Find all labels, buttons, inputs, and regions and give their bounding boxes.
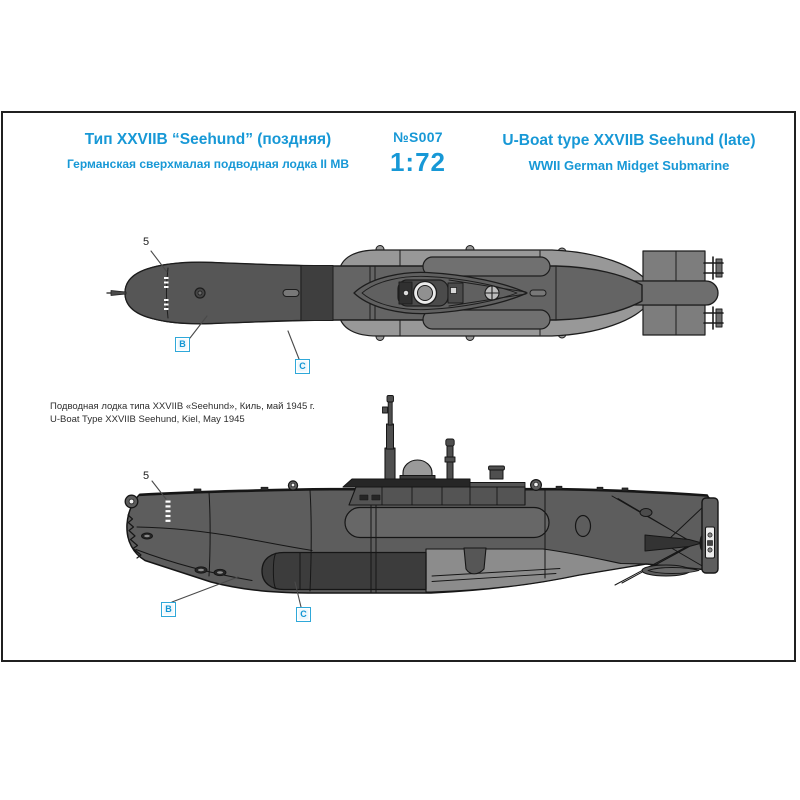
- content-frame: [1, 111, 796, 662]
- sideview-marker-c: C: [296, 607, 311, 622]
- subtitle-english: WWII German Midget Submarine: [528, 158, 730, 173]
- topview-callout-5: 5: [142, 236, 150, 248]
- sideview-marker-b: B: [161, 602, 176, 617]
- caption-line-russian: Подводная лодка типа XXVIIB «Seehund», К…: [50, 401, 315, 412]
- scale-label: 1:72: [389, 147, 447, 177]
- caption-line-english: U-Boat Type XXVIIB Seehund, Kiel, May 19…: [50, 413, 245, 425]
- sideview-callout-5: 5: [142, 470, 150, 482]
- top-view-drawing: [106, 245, 724, 360]
- subtitle-russian: Германская сверхмалая подводная лодка II…: [66, 157, 350, 171]
- photo-caption: Подводная лодка типа XXVIIB «Seehund», К…: [50, 401, 315, 426]
- title-russian: Тип XXVIIB “Seehund” (поздняя): [84, 131, 332, 148]
- title-english: U-Boat type XXVIIB Seehund (late): [502, 132, 756, 149]
- side-view-drawing: [124, 395, 719, 608]
- topview-marker-b: B: [175, 337, 190, 352]
- product-number: №S007: [393, 129, 443, 145]
- topview-marker-c: C: [295, 359, 310, 374]
